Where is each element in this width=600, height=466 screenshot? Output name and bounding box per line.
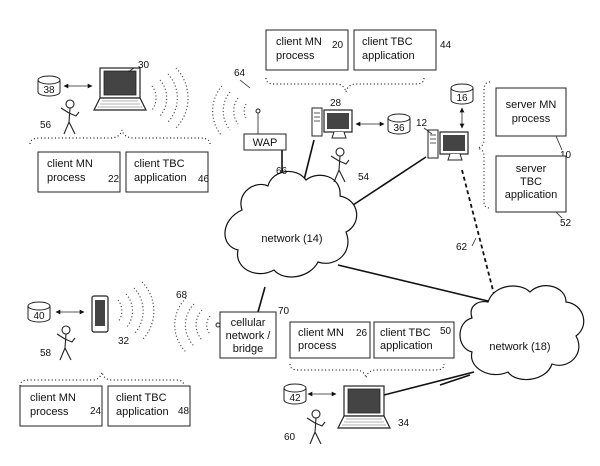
- client-laptop-34: 34: [337, 385, 410, 429]
- ref-68: 68: [176, 290, 188, 301]
- ref-40: 40: [33, 311, 45, 322]
- mobile-device-32: 32: [91, 281, 155, 347]
- ref-60: 60: [284, 432, 296, 443]
- network-14-label: network (14): [261, 233, 322, 245]
- ref-66: 66: [276, 166, 288, 177]
- user-54: 54: [330, 147, 370, 183]
- ref-46: 46: [198, 174, 210, 185]
- wireless-access-point: WAP 66: [212, 85, 288, 177]
- datastore-40: 40: [27, 301, 51, 323]
- ref-70: 70: [278, 306, 290, 317]
- server-12: 12: [416, 118, 469, 161]
- ref-38: 38: [43, 85, 55, 96]
- ref-42: 42: [289, 393, 301, 404]
- ref-62: 62: [456, 242, 468, 253]
- client-laptop-30: 30: [93, 60, 189, 129]
- ref-54: 54: [358, 172, 370, 183]
- ref-48: 48: [178, 406, 190, 417]
- user-60: 60: [284, 409, 326, 445]
- ref-56: 56: [40, 120, 52, 131]
- datastore-42: 42: [283, 383, 307, 405]
- datastore-16: 16: [450, 83, 474, 105]
- ref-58: 58: [40, 348, 52, 359]
- ref-44: 44: [440, 40, 452, 51]
- datastore-36: 36: [387, 113, 411, 135]
- network-14-cloud: network (14): [224, 170, 358, 278]
- ref-30: 30: [138, 60, 150, 71]
- ref-12: 12: [416, 118, 428, 129]
- wap-label: WAP: [253, 137, 278, 149]
- ref-28: 28: [330, 98, 342, 109]
- ref-34: 34: [398, 418, 410, 429]
- datastore-38: 38: [37, 75, 61, 97]
- ref-20: 20: [332, 40, 344, 51]
- ref-32: 32: [118, 336, 130, 347]
- ref-16: 16: [456, 93, 468, 104]
- network-18-label: network (18): [489, 341, 550, 353]
- ref-52: 52: [560, 218, 572, 229]
- user-56: 56: [40, 99, 80, 135]
- ref-64: 64: [234, 68, 246, 79]
- ref-26: 26: [356, 328, 368, 339]
- user-58: 58: [40, 325, 76, 361]
- ref-50: 50: [440, 326, 452, 337]
- ref-24: 24: [90, 406, 102, 417]
- client-desktop-28: 28: [311, 98, 353, 139]
- network-18-cloud: network (18): [459, 285, 585, 381]
- network-links: [257, 139, 497, 396]
- ref-36: 36: [393, 123, 405, 134]
- client-mn-label-22: client MN: [47, 158, 93, 170]
- ref-22: 22: [108, 174, 120, 185]
